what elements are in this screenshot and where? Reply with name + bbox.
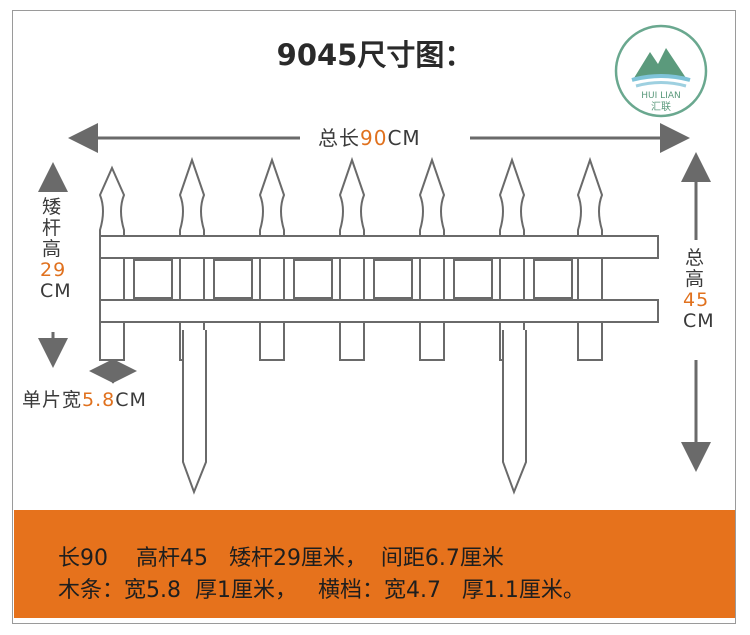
spec-line-2: 木条：宽5.8 厚1厘米， 横档：宽4.7 厚1.1厘米。 (58, 578, 585, 603)
total-length-unit: CM (387, 126, 421, 150)
single-width-unit: CM (115, 389, 147, 411)
total-length-prefix: 总长 (318, 126, 360, 150)
picket (258, 156, 286, 361)
total-height-unit: CM (683, 310, 715, 332)
spec-info-panel: 长90 高杆45 矮杆29厘米， 间距6.7厘米 木条：宽5.8 厚1厘米， 横… (14, 510, 735, 618)
short-height-prefix: 矮杆高 (41, 196, 62, 260)
picket (418, 156, 446, 361)
total-length-label: 总长90CM (318, 122, 421, 151)
page-title: 9045尺寸图： (276, 38, 474, 72)
fence-outline (98, 156, 659, 495)
mountain-logo-icon: HUI LIAN 汇联 (614, 24, 708, 118)
single-width-value: 5.8 (82, 389, 116, 411)
logo-latin-text: HUI LIAN (641, 91, 680, 101)
picket (576, 156, 604, 361)
total-height-prefix: 总高 (684, 247, 705, 290)
diagram-frame (12, 10, 736, 624)
total-height-value: 45 (683, 289, 710, 311)
total-height-label: 总高 45 CM (683, 247, 715, 332)
logo-cn-text: 汇联 (651, 100, 671, 113)
picket (98, 165, 126, 361)
stake (182, 330, 207, 495)
single-width-label: 单片宽5.8CM (22, 385, 147, 412)
single-width-prefix: 单片宽 (22, 389, 83, 411)
short-height-value: 29 (40, 259, 67, 281)
short-height-label: 矮杆高 29 CM (40, 196, 72, 302)
spec-line-1: 长90 高杆45 矮杆29厘米， 间距6.7厘米 (58, 546, 504, 571)
total-length-value: 90 (360, 126, 388, 150)
stake (502, 330, 527, 495)
short-height-unit: CM (40, 280, 72, 302)
picket (338, 156, 366, 361)
